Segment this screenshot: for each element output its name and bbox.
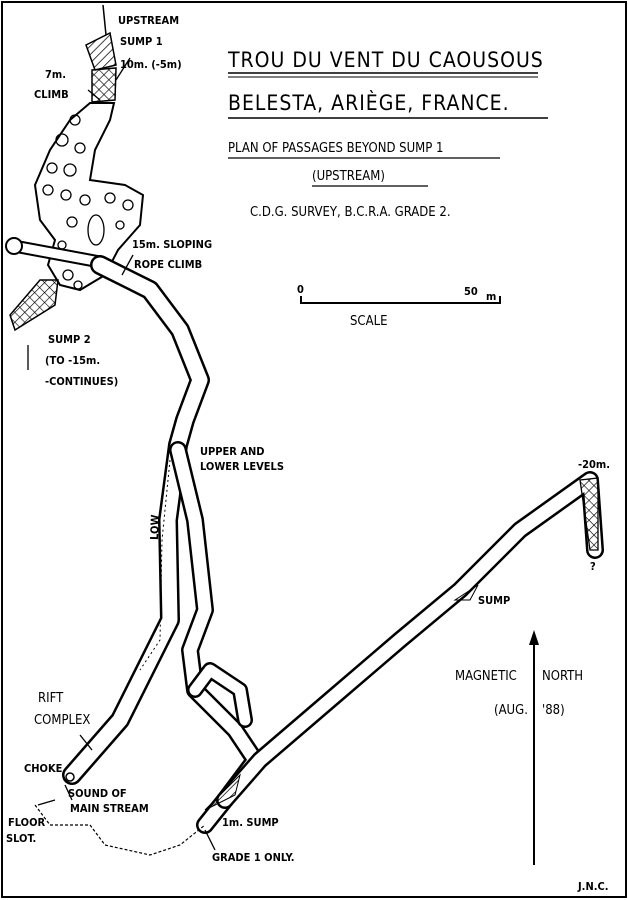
label-choke: CHOKE <box>24 762 63 775</box>
label-complex: COMPLEX <box>34 713 90 728</box>
label-1m-sump: 1m. SUMP <box>222 816 279 829</box>
label-sound-of: SOUND OF <box>68 787 127 800</box>
label-low: LOW <box>148 514 162 540</box>
scale-start: 0 <box>297 283 304 296</box>
boulders <box>42 114 134 290</box>
label-slot: SLOT. <box>6 832 36 845</box>
north-date-right: '88) <box>542 703 565 718</box>
label-continues: -CONTINUES) <box>45 375 118 388</box>
north-date-left: (AUG. <box>494 703 528 718</box>
label-floor: FLOOR <box>8 816 45 829</box>
label-question: ? <box>590 560 596 573</box>
title-line-1: TROU DU VENT DU CAOUSOUS <box>227 48 544 72</box>
label-main-stream: MAIN STREAM <box>70 802 149 815</box>
north-label-right: NORTH <box>542 669 583 684</box>
side-passage <box>5 237 107 332</box>
label-lower-levels: LOWER LEVELS <box>200 460 284 473</box>
low-passage-dotted <box>139 459 171 671</box>
label-rope-climb: ROPE CLIMB <box>134 258 202 271</box>
label-sump: SUMP <box>478 594 510 607</box>
label-sump-2: SUMP 2 <box>48 333 91 346</box>
label-sloping: 15m. SLOPING <box>132 238 212 251</box>
scale-label: SCALE <box>350 314 388 329</box>
pointer-arrows <box>27 57 216 851</box>
sump-1 <box>85 4 117 103</box>
label-grade-1: GRADE 1 ONLY. <box>212 851 295 864</box>
label-upper-and: UPPER AND <box>200 445 265 458</box>
north-label-left: MAGNETIC <box>455 669 517 684</box>
label-rift: RIFT <box>38 691 64 706</box>
scale-unit: m <box>486 290 496 303</box>
main-passages <box>62 255 604 834</box>
title-line-3: PLAN OF PASSAGES BEYOND SUMP 1 <box>228 141 443 156</box>
label-minus-20: -20m. <box>578 458 610 471</box>
label-sump-1: SUMP 1 <box>120 35 163 48</box>
scale-end: 50 <box>464 285 478 298</box>
survey-grade: C.D.G. SURVEY, B.C.R.A. GRADE 2. <box>250 205 451 220</box>
label-7m: 7m. <box>45 68 66 81</box>
title-line-2: BELESTA, ARIÈGE, FRANCE. <box>228 90 510 115</box>
north-arrow-icon <box>529 630 539 865</box>
label-sump-1-depth: 10m. (-5m) <box>120 58 182 71</box>
title-line-4: (UPSTREAM) <box>312 169 385 184</box>
label-sump-2-depth: (TO -15m. <box>45 354 100 367</box>
main-stream-dotted <box>34 804 206 856</box>
author-initials: J.N.C. <box>577 880 609 893</box>
label-upstream: UPSTREAM <box>118 14 179 27</box>
scale-bar <box>300 296 501 304</box>
label-climb: CLIMB <box>34 88 69 101</box>
